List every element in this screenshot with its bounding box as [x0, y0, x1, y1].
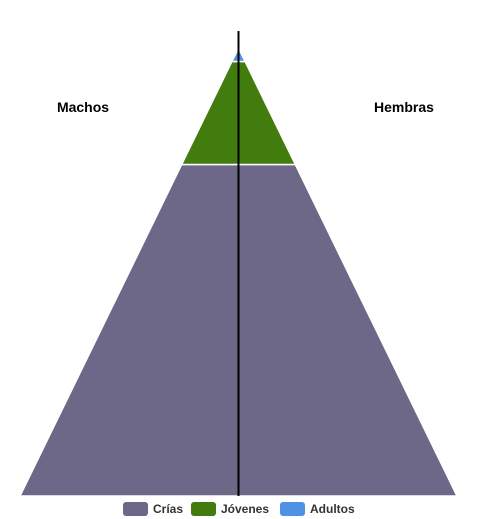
side-label-hembras: Hembras [374, 99, 434, 115]
legend-swatch-1[interactable] [123, 502, 148, 516]
legend: Crías Jóvenes Adultos [123, 502, 355, 516]
legend-swatch-3[interactable] [280, 502, 305, 516]
legend-label-3[interactable]: Adultos [310, 502, 355, 516]
legend-label-2[interactable]: Jóvenes [221, 502, 269, 516]
legend-swatch-2[interactable] [191, 502, 216, 516]
legend-label-1[interactable]: Crías [153, 502, 183, 516]
side-label-machos: Machos [57, 99, 109, 115]
